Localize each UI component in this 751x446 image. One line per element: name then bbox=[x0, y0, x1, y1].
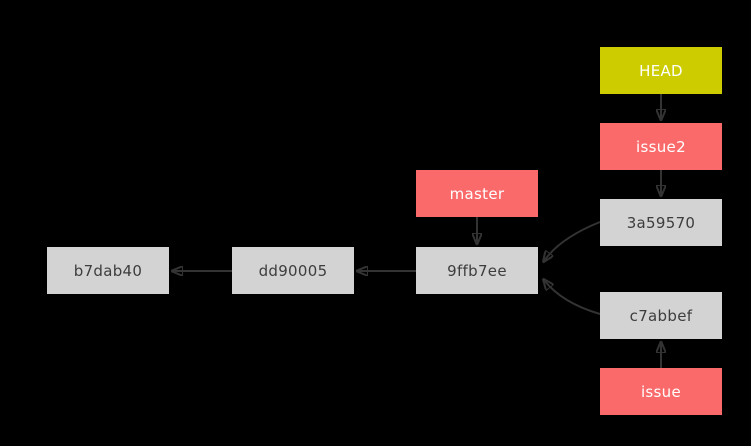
node-head: HEAD bbox=[600, 47, 722, 94]
node-commit-b7dab40: b7dab40 bbox=[47, 247, 169, 294]
edge-c7abbef-to-9ffb7ee bbox=[544, 280, 601, 315]
node-head-label: HEAD bbox=[639, 61, 683, 80]
node-commit-9ffb7ee-label: 9ffb7ee bbox=[447, 261, 507, 280]
node-branch-issue2: issue2 bbox=[600, 123, 722, 170]
node-commit-3a59570-label: 3a59570 bbox=[626, 213, 696, 232]
node-branch-issue-label: issue bbox=[640, 382, 682, 401]
edge-3a59570-to-9ffb7ee bbox=[544, 221, 601, 261]
node-commit-c7abbef-label: c7abbef bbox=[629, 306, 693, 325]
node-branch-master-label: master bbox=[449, 184, 505, 203]
node-branch-issue2-label: issue2 bbox=[636, 137, 686, 156]
node-commit-b7dab40-label: b7dab40 bbox=[73, 261, 143, 280]
node-commit-9ffb7ee: 9ffb7ee bbox=[416, 247, 538, 294]
node-commit-c7abbef: c7abbef bbox=[600, 292, 722, 339]
node-commit-dd90005-label: dd90005 bbox=[258, 261, 328, 280]
node-commit-dd90005: dd90005 bbox=[232, 247, 354, 294]
node-branch-master: master bbox=[416, 170, 538, 217]
node-commit-3a59570: 3a59570 bbox=[600, 199, 722, 246]
node-branch-issue: issue bbox=[600, 368, 722, 415]
